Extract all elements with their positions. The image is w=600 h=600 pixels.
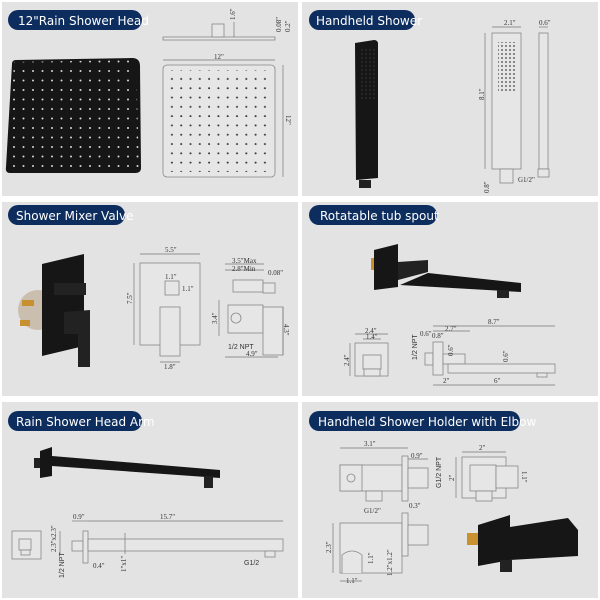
dim-label: 4.9" — [246, 350, 258, 358]
dim-label: 7.5" — [126, 292, 134, 304]
handheld-shower-drawing: 2.1" 0.6" 8.1" 0.8" G1/2" — [478, 19, 551, 193]
holder-elbow-product — [467, 515, 578, 572]
dim-label: G1/2" — [364, 507, 381, 515]
dim-label: 1.1" — [367, 552, 375, 564]
dim-label: 0.2" — [284, 20, 292, 32]
dim-label: 1.4" — [366, 333, 378, 341]
dim-label: 1.6" — [229, 8, 237, 20]
dim-label: 2.8"Min — [232, 265, 256, 273]
dim-label: 2.1" — [504, 19, 516, 27]
dim-label: 0.3" — [409, 502, 421, 510]
dim-label: 1.2"x1.2" — [386, 549, 394, 576]
panel-shower-arm — [2, 402, 298, 598]
panel-title: Rotatable tub spout — [320, 209, 439, 223]
title-pill: Shower Mixer Valve — [8, 205, 134, 225]
dim-label: 0.9" — [411, 452, 423, 460]
panel-title: Shower Mixer Valve — [16, 209, 134, 223]
dim-label: 0.9" — [73, 513, 85, 521]
dim-label: 1.1" — [520, 471, 528, 483]
title-pill: Rain Shower Head Arm — [8, 411, 155, 431]
title-pill: Handheld Shower Holder with Elbow — [309, 411, 536, 431]
dim-label: 3.5"Max — [232, 257, 257, 265]
dim-label: 2.4" — [343, 354, 351, 366]
dim-label: 1.1" — [165, 273, 177, 281]
mixer-valve-product — [18, 254, 90, 367]
dim-label: 0.6" — [420, 330, 432, 338]
dim-label: G1/2 NPT — [436, 456, 443, 488]
dim-label: 1/2 NPT — [412, 334, 419, 360]
dim-label: 2" — [443, 377, 450, 385]
dim-label: 1.1" — [182, 285, 194, 293]
dim-label: 2" — [448, 475, 456, 482]
dim-label: 3.4" — [211, 312, 219, 324]
dim-label: 0.6" — [502, 350, 510, 362]
title-pill: Rotatable tub spout — [309, 205, 439, 225]
dim-label: 2.7" — [445, 325, 457, 333]
title-pill: Handheld Shower — [309, 10, 422, 30]
dim-label: 5.5" — [165, 246, 177, 254]
panel-title: Handheld Shower Holder with Elbow — [318, 415, 536, 429]
dim-label: 2.3" — [325, 541, 333, 553]
rain-shower-head-drawing: 1.6" 0.08" 0.2" 12" 12" — [162, 8, 292, 178]
dim-label: 15.7" — [160, 513, 175, 521]
panel-handheld-shower — [302, 2, 598, 196]
dim-label: 1/2 NPT — [228, 344, 254, 351]
dim-label: 8.1" — [478, 88, 486, 100]
panel-title: 12"Rain Shower Head — [18, 14, 149, 28]
panel-title: Rain Shower Head Arm — [16, 415, 155, 429]
dim-label: 0.08" — [275, 17, 283, 32]
dim-label: 4.3" — [282, 324, 290, 336]
dim-label: 1"x1" — [120, 556, 128, 572]
dim-label: 0.6" — [539, 19, 551, 27]
dim-label: 0.4" — [93, 562, 105, 570]
handheld-shower-product — [355, 40, 378, 188]
dim-label: G1/2" — [518, 176, 535, 184]
dim-label: 12" — [214, 53, 224, 61]
dim-label: 0.8" — [483, 181, 491, 193]
shower-arm-drawing: 0.9" 15.7" 2.3"x2.3" 1/2 NPT 0.4" 1"x1" … — [11, 513, 284, 578]
dim-label: 8.7" — [488, 318, 500, 326]
dim-label: 0.6" — [447, 344, 455, 356]
tub-spout-drawing: 8.7" 2.7" 2.4" 1.4" 2.4" 0.6" 0.8" 1/2 N… — [343, 318, 556, 386]
dim-label: 0.08" — [268, 269, 283, 277]
dim-label: 0.8" — [432, 332, 444, 340]
dim-label: 1/2 NPT — [59, 552, 66, 578]
dim-label: 2.3"x2.3" — [50, 525, 58, 552]
panel-title: Handheld Shower — [316, 14, 422, 28]
rain-shower-head-product — [5, 58, 142, 173]
mixer-valve-drawing: 5.5" 1.1" 1.1" 7.5" 1.8" 3.5"Max 2.8"Min… — [126, 246, 290, 371]
dim-label: 1.1" — [346, 577, 358, 585]
dim-label: 3.1" — [364, 440, 376, 448]
dim-label: 1.8" — [164, 363, 176, 371]
dim-label: 6" — [494, 377, 501, 385]
title-pill: 12"Rain Shower Head — [8, 10, 149, 30]
shower-arm-product — [34, 447, 220, 488]
dim-label: 12" — [284, 115, 292, 125]
tub-spout-product — [371, 244, 521, 298]
dim-label: 2.4" — [365, 327, 377, 335]
dim-label: 2" — [479, 444, 486, 452]
dim-label: G1/2 — [244, 560, 259, 567]
holder-elbow-drawing: 3.1" 0.9" G1/2 NPT 0.3" G1/2" 2" 2" 1.1"… — [325, 440, 528, 585]
